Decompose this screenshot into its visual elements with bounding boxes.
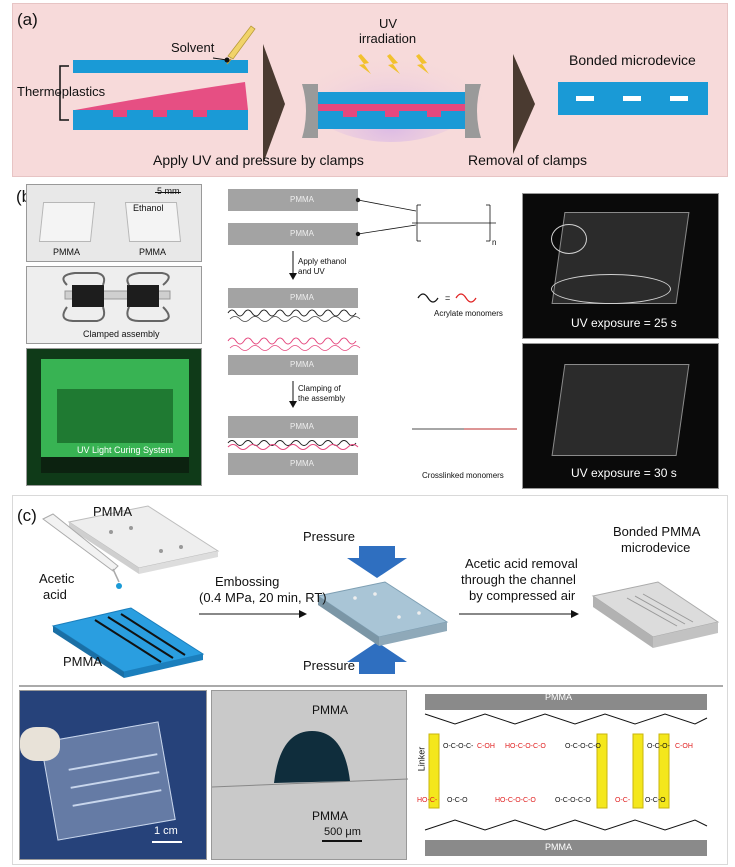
pressure-bottom-label: Pressure (303, 658, 356, 673)
linker-label: Linker (416, 746, 427, 772)
bonded-microdevice-label: Bonded microdevice (569, 52, 696, 68)
panel-label-a: (a) (17, 10, 38, 29)
clamping-label-1: Clamping of (298, 384, 341, 393)
apply-ethanol-label-1: Apply ethanol (298, 257, 347, 266)
svg-text:O-C-O-C-: O-C-O-C- (443, 743, 474, 750)
embossing-label-2: (0.4 MPa, 20 min, RT) (199, 590, 327, 605)
uv-label-2: irradiation (359, 31, 417, 46)
pmma-photo-bottom-label: PMMA (312, 809, 348, 823)
svg-text:O-C-O: O-C-O (447, 797, 468, 804)
svg-text:n: n (492, 238, 496, 247)
top-plate (73, 60, 248, 73)
pmma-photo-top-label: PMMA (312, 703, 348, 717)
middle-top-plate (318, 92, 465, 104)
pmma-left-label: PMMA (53, 247, 80, 257)
photo-bonded-chip: 1 cm (19, 690, 207, 860)
solvent-label: Solvent (171, 40, 215, 55)
bonding-schematic: n = (227, 189, 517, 475)
uv-30s-label: UV exposure = 30 s (571, 466, 677, 480)
panel-a-graphics (57, 22, 708, 164)
svg-text:O-C-O-: O-C-O- (647, 743, 671, 750)
pmma-bar-label-3: PMMA (290, 293, 314, 302)
panel-label-c: (c) (17, 506, 37, 525)
panel-a: (a) (12, 3, 728, 177)
photo-uv-30s: UV exposure = 30 s (522, 343, 719, 489)
pressure-top-label: Pressure (303, 529, 356, 544)
pipette (42, 513, 119, 572)
uv-bolt-icon (358, 54, 371, 74)
apply-ethanol-label-2: and UV (298, 267, 325, 276)
pressure-arrow-up-icon (347, 642, 407, 674)
removal-label: Removal of clamps (468, 152, 588, 168)
scale-1cm: 1 cm (154, 825, 178, 837)
embossing-label-1: Embossing (215, 574, 280, 589)
crosslinked-monomers-label: Crosslinked monomers (422, 471, 504, 480)
pressure-arrow-down-icon (347, 546, 407, 578)
svg-text:C-OH: C-OH (675, 743, 693, 750)
photo-channel-cross-section: PMMA PMMA 500 μm (211, 690, 409, 860)
svg-text:O-C-O-C-O: O-C-O-C-O (565, 743, 601, 750)
clamp-left (302, 84, 318, 138)
bonded-pmma-label-2: microdevice (621, 540, 691, 555)
solvent-wedge (75, 82, 248, 110)
scale-5mm: 5 mm (157, 186, 180, 196)
pmma-right-label: PMMA (139, 247, 166, 257)
uv-label-1: UV (379, 16, 398, 31)
photo-clamped-assembly: Clamped assembly (26, 266, 202, 344)
photo-pmma-chips: 5 mm Ethanol PMMA PMMA (26, 184, 202, 262)
pmma-bar-label-4: PMMA (290, 360, 314, 369)
uv-system-label: UV Light Curing System (77, 445, 174, 455)
uv-bolt-icon (416, 54, 429, 74)
bonded-pmma-label-1: Bonded PMMA (613, 524, 701, 539)
svg-text:O-C-: O-C- (615, 797, 631, 804)
acetic-removal-label-3: by compressed air (469, 588, 576, 603)
acetic-label-2: acid (43, 587, 67, 602)
apply-uv-label: Apply UV and pressure by clamps (153, 152, 364, 168)
svg-text:HO-C-O-C-O: HO-C-O-C-O (495, 797, 536, 804)
panel-b: (b) 5 mm Ethanol PMMA PMMA Clamped assem… (12, 181, 728, 491)
uv-25s-label: UV exposure = 25 s (571, 316, 677, 330)
svg-text:O-C-O: O-C-O (645, 797, 666, 804)
crosslink-chemistry: O-C-O-C- C-OH HO-C-O-C-O O-C-O-C-O O-C-O… (417, 694, 708, 856)
chem-pmma-bottom-label: PMMA (545, 842, 572, 852)
pmma-bottom-label: PMMA (63, 654, 102, 669)
uv-bolt-icon (387, 54, 400, 74)
clamping-label-2: the assembly (298, 394, 346, 403)
svg-text:=: = (445, 293, 450, 303)
pmma-bar-label-1: PMMA (290, 195, 314, 204)
panel-c-process (19, 505, 723, 687)
svg-text:C-OH: C-OH (477, 743, 495, 750)
acetic-removal-label-2: through the channel (461, 572, 576, 587)
acrylate-monomers-label: Acrylate monomers (434, 309, 503, 318)
arrow-right-2 (513, 54, 535, 154)
acetic-removal-label-1: Acetic acid removal (465, 556, 578, 571)
clamped-assembly-label: Clamped assembly (83, 329, 160, 339)
panel-c: (c) (12, 495, 728, 865)
pmma-bar-label-6: PMMA (290, 459, 314, 468)
pipette (227, 25, 256, 60)
scale-500um: 500 μm (324, 826, 361, 838)
svg-text:HO-C-: HO-C- (417, 797, 438, 804)
ethanol-label: Ethanol (133, 203, 164, 213)
pmma-top-label: PMMA (93, 504, 132, 519)
chem-pmma-top-label: PMMA (545, 692, 572, 702)
photo-uv-25s: UV exposure = 25 s (522, 193, 719, 339)
clamp-right (465, 84, 481, 138)
svg-text:O-C-O-C-O: O-C-O-C-O (555, 797, 591, 804)
pmma-bar-label-2: PMMA (290, 229, 314, 238)
pmma-bar-label-5: PMMA (290, 422, 314, 431)
photo-uv-curing-system: UV Light Curing System (26, 348, 202, 486)
svg-text:HO-C-O-C-O: HO-C-O-C-O (505, 743, 546, 750)
arrow-right-1 (263, 44, 285, 164)
thermoplastics-label: Thermoplastics (17, 84, 106, 99)
acetic-label-1: Acetic (39, 571, 75, 586)
